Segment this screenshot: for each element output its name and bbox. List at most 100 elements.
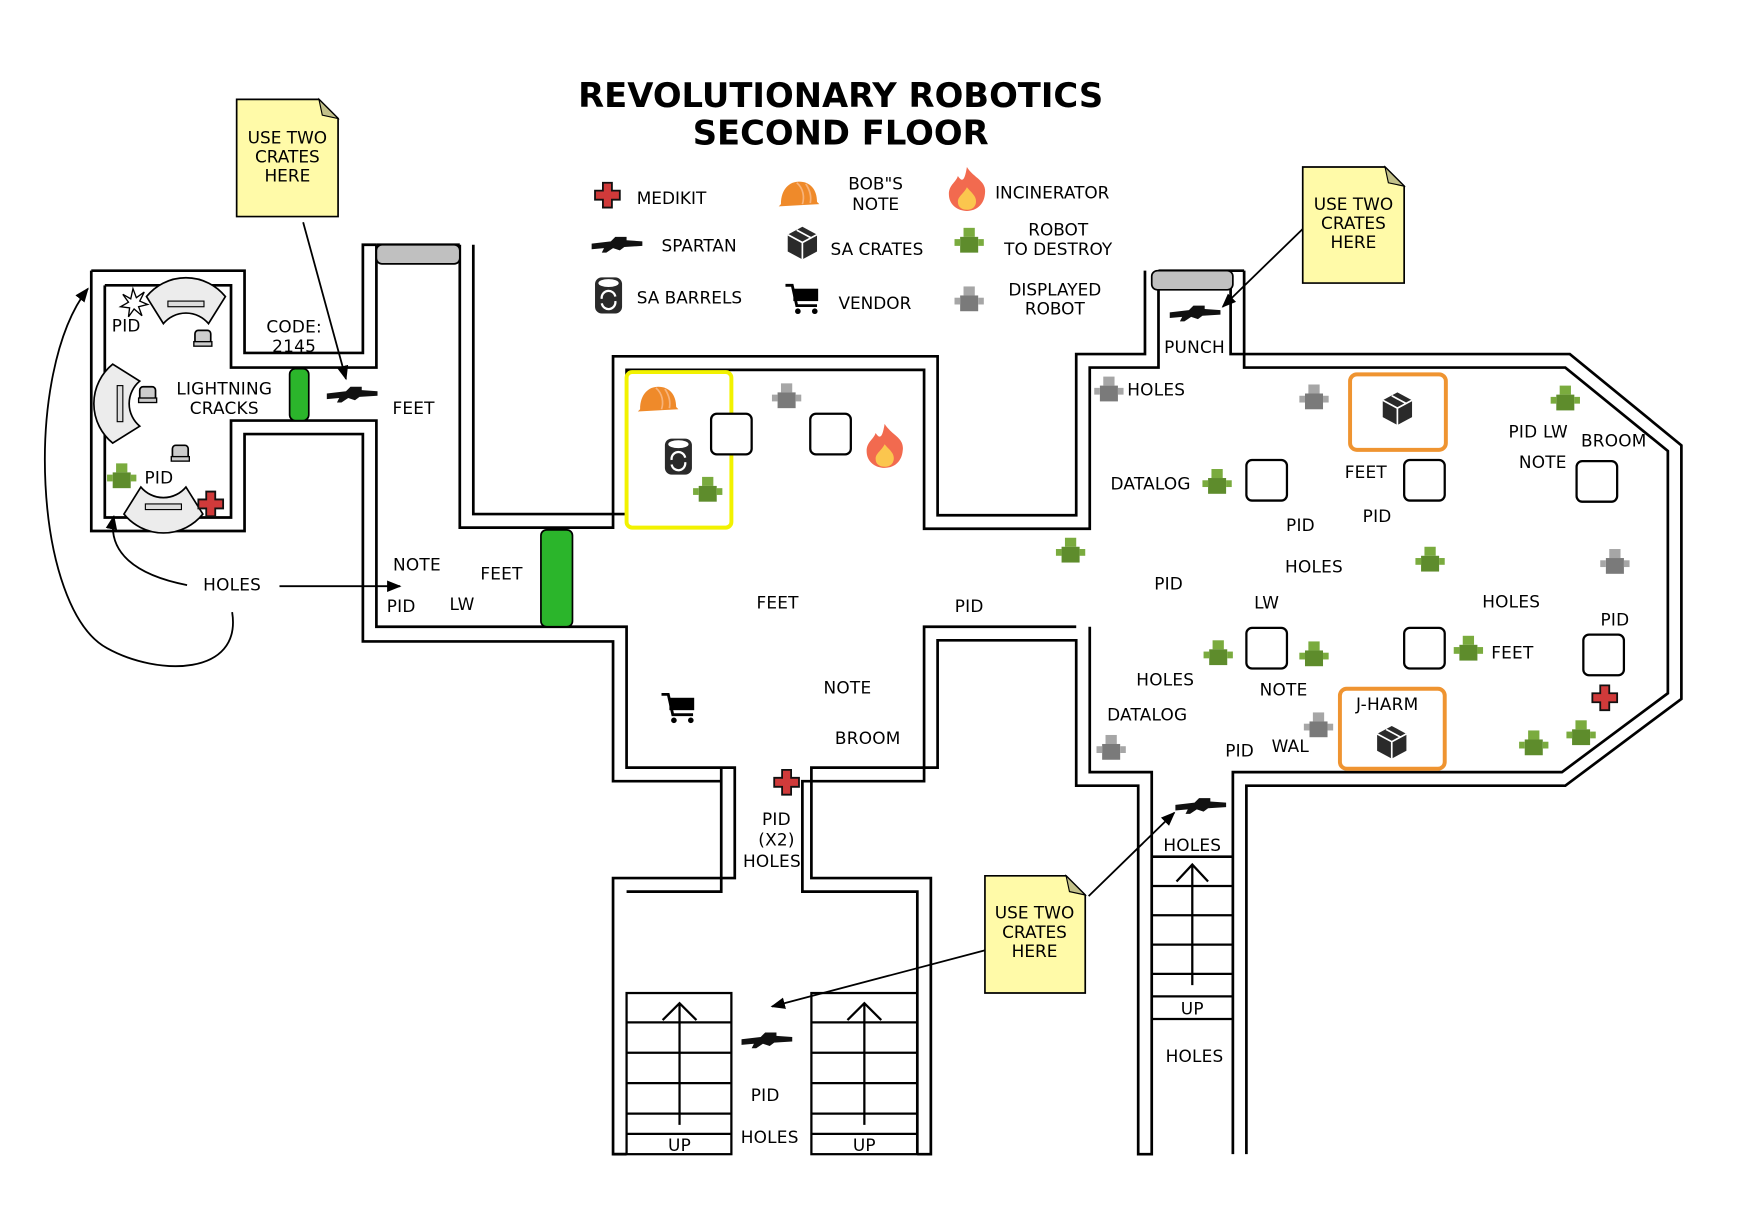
label-feet: FEET	[480, 563, 523, 583]
legend-item-vendor: VENDOR	[784, 283, 912, 316]
label-note: NOTE	[393, 554, 441, 574]
label-code: CODE:	[266, 317, 322, 337]
map-labels: PID PID LIGHTNING CRACKS CODE: 2145 FEET…	[112, 316, 1647, 1147]
robot-gray-icon[interactable]	[771, 383, 802, 409]
door-northeast-gray[interactable]	[1150, 269, 1234, 291]
medikit-icon[interactable]	[773, 768, 800, 796]
label-feet: FEET	[756, 593, 799, 613]
door-office-green[interactable]	[288, 367, 310, 422]
label-pid: PID	[1154, 574, 1183, 594]
fire-icon	[948, 166, 986, 211]
area-highlight-orange-north	[1348, 372, 1448, 452]
sa-crate-icon[interactable]	[1381, 391, 1413, 426]
label-pid: PID	[1286, 515, 1315, 535]
legend: MEDIKIT SPARTAN SA BARRELS BOB"S NOTE SA…	[591, 166, 1113, 319]
legend-label: SPARTAN	[662, 236, 737, 256]
spartan-icon[interactable]	[741, 1032, 793, 1049]
crate-slot[interactable]	[1403, 626, 1446, 670]
robot-green-icon[interactable]	[693, 476, 723, 502]
stairs-east[interactable]: UP	[1151, 855, 1233, 1021]
note-line: CRATES	[255, 146, 320, 166]
robot-green-icon[interactable]	[1415, 546, 1445, 572]
legend-item-displayed-robot: DISPLAYED ROBOT	[954, 279, 1101, 319]
label-pid: PID	[144, 468, 173, 488]
spartan-icon[interactable]	[326, 386, 378, 403]
sticky-note: USE TWO CRATES HERE	[235, 97, 340, 218]
sa-barrel-icon	[593, 276, 624, 315]
crate-slot[interactable]	[1575, 459, 1619, 503]
desk	[123, 486, 204, 534]
robot-green-icon[interactable]	[1550, 385, 1580, 411]
legend-label: INCINERATOR	[995, 183, 1110, 203]
label-pid: PID	[387, 596, 416, 616]
label-note: NOTE	[824, 677, 872, 697]
robot-green-icon[interactable]	[1055, 537, 1086, 563]
note-line: USE TWO	[995, 903, 1074, 923]
label-pid: PID	[751, 1085, 780, 1105]
hard-hat-icon[interactable]	[636, 385, 680, 413]
robot-gray-icon[interactable]	[1600, 549, 1630, 574]
stair-up-label: UP	[1181, 998, 1204, 1018]
fire-icon[interactable]	[866, 423, 903, 468]
cart-icon[interactable]	[660, 692, 696, 725]
spartan-icon[interactable]	[1169, 305, 1221, 322]
sa-crate-icon	[786, 225, 818, 261]
map-title-line1: REVOLUTIONARY ROBOTICS	[578, 76, 1103, 115]
map-title-line2: SECOND FLOOR	[693, 113, 989, 152]
spark-icon	[118, 286, 150, 318]
door-west-green[interactable]	[540, 529, 574, 628]
sticky-note: USE TWO CRATES HERE	[1301, 165, 1406, 284]
robot-green-icon	[954, 227, 984, 253]
legend-label: VENDOR	[838, 293, 911, 313]
robot-green-icon[interactable]	[1566, 720, 1596, 746]
note-line: CRATES	[1002, 922, 1067, 942]
crate-slot[interactable]	[709, 412, 753, 456]
arrows	[44, 221, 1305, 1009]
legend-item-sa-crates: SA CRATES	[786, 225, 923, 261]
label-broom: BROOM	[1581, 430, 1647, 450]
door-north-gray[interactable]	[375, 243, 461, 265]
label-cracks: CRACKS	[190, 398, 259, 418]
legend-label: MEDIKIT	[637, 188, 707, 208]
crate-slot[interactable]	[809, 412, 852, 456]
robot-green-icon[interactable]	[107, 463, 137, 489]
sa-barrel-icon[interactable]	[663, 437, 694, 476]
legend-item-sa-barrels: SA BARRELS	[593, 276, 742, 315]
note-line: CRATES	[1321, 213, 1386, 233]
robot-green-icon[interactable]	[1202, 469, 1232, 494]
robot-green-icon[interactable]	[1299, 641, 1329, 667]
legend-item-robot-to-destroy: ROBOT TO DESTROY	[954, 220, 1113, 259]
spartan-icon[interactable]	[1175, 798, 1227, 814]
robot-gray-icon[interactable]	[1096, 734, 1126, 760]
stair-up-label: UP	[853, 1135, 876, 1155]
stairs-left[interactable]: UP	[625, 991, 733, 1156]
note-line: USE TWO	[1314, 194, 1393, 214]
robot-gray-icon[interactable]	[1303, 712, 1334, 738]
label-holes: HOLES	[1166, 1046, 1224, 1066]
stairs-right[interactable]: UP	[810, 991, 919, 1156]
robot-green-icon[interactable]	[1453, 635, 1484, 661]
legend-label: NOTE	[852, 194, 899, 214]
crate-slot[interactable]	[1582, 633, 1626, 677]
medikit-icon[interactable]	[1591, 684, 1619, 712]
cart-icon	[784, 283, 820, 316]
robot-gray-icon	[954, 286, 984, 312]
robot-gray-icon[interactable]	[1299, 384, 1329, 410]
legend-label: ROBOT	[1028, 220, 1089, 240]
label-note: NOTE	[1260, 680, 1308, 700]
label-j-harm: J-HARM	[1355, 694, 1418, 714]
label-wal: WAL	[1272, 736, 1310, 756]
legend-item-bobs-note: BOB"S NOTE	[777, 174, 903, 214]
robot-green-icon[interactable]	[1519, 730, 1549, 756]
sa-crate-icon[interactable]	[1376, 725, 1408, 760]
robot-green-icon[interactable]	[1203, 640, 1233, 666]
label-pid: PID	[1363, 506, 1392, 526]
office-furniture	[93, 276, 227, 534]
robot-gray-icon[interactable]	[1094, 376, 1124, 402]
crate-slot[interactable]	[1245, 626, 1289, 670]
crate-slot[interactable]	[1245, 458, 1289, 502]
label-holes: HOLES	[1127, 380, 1185, 400]
legend-item-incinerator: INCINERATOR	[948, 166, 1110, 211]
crate-slot[interactable]	[1403, 458, 1446, 502]
